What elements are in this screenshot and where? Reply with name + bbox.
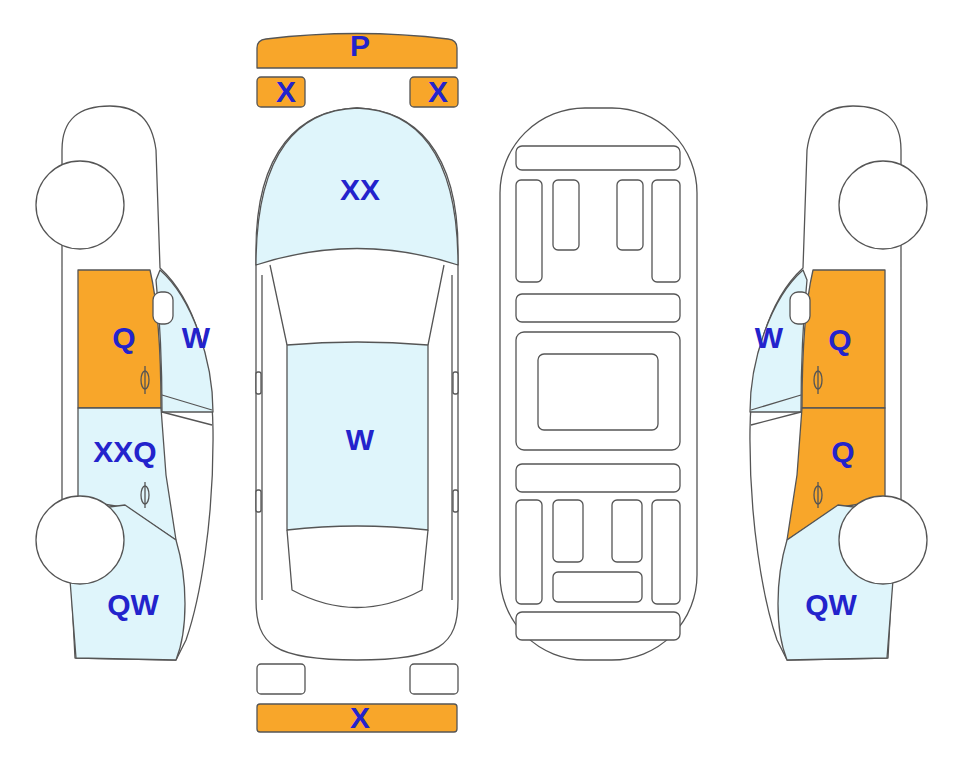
rear-bumper — [257, 704, 457, 732]
car-left-side — [156, 270, 213, 412]
car-top-view — [270, 265, 444, 345]
damage-code: P — [350, 31, 370, 61]
damage-code: QW — [107, 590, 159, 620]
damage-code: X — [276, 77, 296, 107]
car-top-view — [256, 372, 261, 394]
car-top-view — [256, 108, 458, 265]
car-underside-view — [516, 146, 680, 170]
car-top-view — [287, 342, 428, 530]
damage-code: W — [346, 425, 374, 455]
damage-code: XXQ — [93, 437, 156, 467]
car-underside-view — [538, 354, 658, 430]
car-left-side — [141, 371, 149, 389]
car-underside-view — [652, 500, 680, 604]
car-right-side — [750, 106, 927, 660]
car-right-side — [790, 292, 810, 324]
car-top-view — [453, 372, 458, 394]
car-underside-view — [553, 500, 583, 562]
car-underside-view — [516, 332, 680, 450]
car-underside-view — [553, 572, 642, 602]
car-underside-view — [612, 500, 642, 562]
rear-bumper — [257, 664, 458, 732]
car-right-side — [839, 161, 927, 249]
car-left-side — [141, 486, 149, 504]
car-underside-view — [516, 500, 542, 604]
damage-code: X — [350, 703, 370, 733]
car-left-side — [36, 496, 124, 584]
car-right-side — [751, 395, 801, 425]
car-right-side — [839, 496, 927, 584]
car-underside-view — [500, 108, 697, 660]
car-left-side — [153, 292, 173, 324]
car-right-side — [750, 270, 807, 412]
car-top-view — [256, 490, 261, 512]
car-left-side — [162, 395, 212, 425]
car-underside-view — [652, 180, 680, 282]
damage-code: W — [755, 323, 783, 353]
car-illustration — [36, 34, 927, 733]
car-underside-view — [500, 108, 697, 660]
damage-code: QW — [805, 590, 857, 620]
car-underside-view — [617, 180, 643, 250]
car-top-view — [453, 490, 458, 512]
car-left-side — [36, 161, 124, 249]
front-bumper — [410, 77, 458, 107]
rear-bumper — [410, 664, 458, 694]
car-right-side — [814, 371, 822, 389]
car-left-side — [36, 106, 213, 660]
car-top-view — [287, 530, 428, 608]
car-left-side — [78, 270, 161, 408]
car-top-view — [256, 108, 458, 660]
damage-code: Q — [112, 323, 135, 353]
car-underside-view — [516, 180, 542, 282]
damage-code: Q — [828, 325, 851, 355]
front-bumper — [257, 77, 305, 107]
damage-code: X — [428, 77, 448, 107]
car-underside-view — [516, 294, 680, 322]
damage-code: XX — [340, 175, 380, 205]
car-underside-view — [516, 464, 680, 492]
damage-code: W — [182, 323, 210, 353]
car-right-side — [802, 270, 885, 408]
damage-code: Q — [831, 437, 854, 467]
car-underside-view — [553, 180, 579, 250]
rear-bumper — [257, 664, 305, 694]
car-top-view — [256, 108, 458, 660]
car-underside-view — [516, 612, 680, 640]
car-right-side — [814, 486, 822, 504]
car-top-view — [262, 275, 452, 600]
